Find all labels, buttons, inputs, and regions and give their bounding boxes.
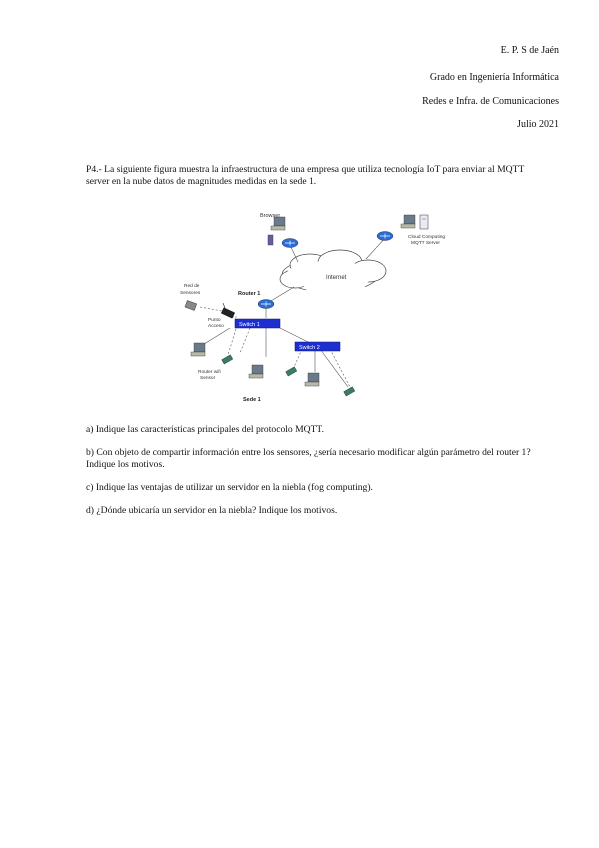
access-point-label-1: Punto	[208, 317, 221, 323]
router1-label: Router 1	[238, 291, 260, 297]
server-pc-icon	[400, 214, 416, 229]
sensor-icons	[221, 354, 356, 397]
sensor-label-1: Router wifi	[198, 369, 221, 375]
site-label: Sede 1	[243, 397, 261, 403]
cloud-server-label-1: Cloud Computing	[408, 234, 445, 240]
problem-statement: P4.- La siguiente figura muestra la infr…	[86, 164, 525, 187]
internet-cloud	[279, 249, 387, 297]
switch2-icon	[294, 341, 341, 352]
cloud-router-icon	[376, 231, 394, 241]
header-date: Julio 2021	[517, 119, 559, 130]
sensor-board-icon	[343, 386, 356, 397]
sensor-network-icon	[184, 300, 197, 311]
server-tower-icon	[419, 214, 429, 230]
links	[195, 236, 387, 388]
switch1-label: Switch 1	[239, 322, 260, 328]
red-label-1: Red de	[184, 283, 200, 289]
wireless-links	[199, 306, 351, 388]
header-school: E. P. S de Jaén	[500, 45, 559, 56]
sensor-board-icon	[285, 366, 298, 377]
router1-icon	[257, 299, 275, 309]
cloud-server-label-2: MQTT Server	[411, 240, 440, 246]
browser-label: Browser	[260, 213, 280, 219]
question-a: a) Indique las características principal…	[86, 424, 324, 435]
switch2-label: Switch 2	[299, 345, 320, 351]
network-diagram: Internet Browser	[180, 213, 445, 403]
question-c: c) Indique las ventajas de utilizar un s…	[86, 482, 373, 493]
header-degree: Grado en Ingeniería Informática	[429, 72, 559, 83]
internet-label: Internet	[326, 275, 347, 281]
header-subject: Redes e Infra. de Comunicaciones	[422, 96, 559, 107]
sensor-label-2: Sensor	[200, 375, 216, 381]
phone-icon	[267, 234, 274, 246]
pc-icon	[248, 364, 264, 379]
switch1-icon	[234, 318, 281, 329]
access-point-label-2: Acceso	[208, 323, 224, 329]
red-label-2: Sensores	[180, 290, 201, 296]
pc-icon	[304, 372, 320, 387]
access-point-icon	[221, 302, 235, 319]
question-b: b) Con objeto de compartir información e…	[86, 447, 531, 470]
pc-icon	[190, 342, 206, 357]
question-d: d) ¿Dónde ubicaría un servidor en la nie…	[86, 505, 338, 516]
sensor-board-icon	[221, 354, 234, 365]
browser-router-icon	[281, 238, 299, 248]
browser-pc-icon	[270, 216, 286, 231]
